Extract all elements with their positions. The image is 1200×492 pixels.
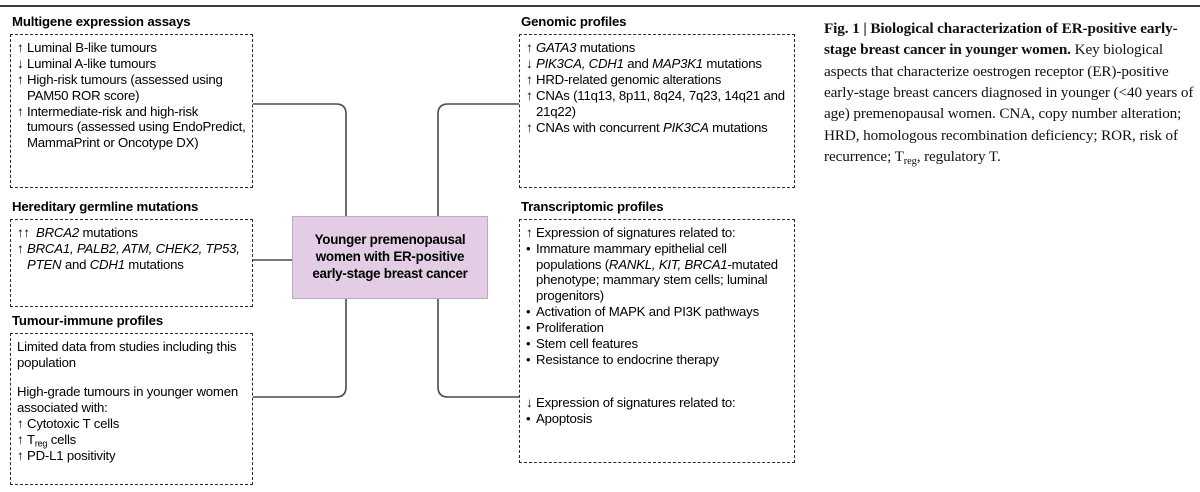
list-item: •Apoptosis: [526, 410, 593, 426]
list-item-spacer: [526, 368, 788, 381]
panel-title-transcriptomic: Transcriptomic profiles: [521, 199, 664, 214]
arrow-up-icon: ↑: [526, 119, 533, 135]
arrow-up-icon: ↑: [526, 225, 533, 240]
list-item: ↑↑BRCA2 mutations: [17, 225, 138, 240]
bullet-icon: •: [526, 335, 531, 351]
list-item: •Proliferation: [526, 319, 604, 335]
list-item: ↓Luminal A-like tumours: [17, 56, 156, 71]
figure-diagram: Multigene expression assays ↑Luminal B-l…: [10, 14, 795, 485]
panel-box-multigene: ↑Luminal B-like tumours ↓Luminal A-like …: [10, 34, 253, 188]
caption-body-end: , regulatory T.: [916, 148, 1001, 166]
list-item: ↑BRCA1, PALB2, ATM, CHEK2, TP53, PTEN an…: [17, 241, 240, 272]
bullet-icon: •: [526, 351, 531, 367]
arrow-up-icon: ↑: [17, 431, 24, 447]
arrow-up-icon: ↑: [17, 40, 24, 55]
connector-lines: [253, 103, 519, 398]
arrow-up-icon: ↑: [526, 40, 533, 55]
list-item: ↑PD-L1 positivity: [17, 447, 116, 463]
panel-title-genomic: Genomic profiles: [521, 14, 627, 29]
list-item: ↑Treg cells: [17, 431, 77, 448]
list-item: ↓Expression of signatures related to:: [526, 394, 736, 410]
arrow-down-icon: ↓: [17, 56, 24, 71]
center-node-label: Younger premenopausal women with ER-posi…: [312, 232, 468, 281]
arrow-up-double-icon: ↑↑: [17, 225, 30, 240]
list-item-spacer: [17, 371, 246, 384]
list-item: •Immature mammary epithelial cell popula…: [526, 241, 778, 303]
list-item: ↑Intermediate-risk and high-risk tumours…: [17, 103, 246, 150]
arrow-down-icon: ↓: [526, 56, 533, 71]
panel-title-immune: Tumour-immune profiles: [12, 313, 164, 328]
list-item: ↑Cytotoxic T cells: [17, 415, 120, 431]
caption-subscript: reg: [903, 156, 917, 168]
list-item: •Stem cell features: [526, 335, 638, 351]
bullet-icon: •: [526, 410, 531, 426]
arrow-up-icon: ↑: [526, 72, 533, 87]
list-item: ↑HRD-related genomic alterations: [526, 72, 722, 87]
arrow-up-icon: ↑: [17, 447, 24, 463]
arrow-up-icon: ↑: [17, 415, 24, 431]
list-item: ↑Expression of signatures related to:: [526, 225, 736, 240]
bullet-icon: •: [526, 303, 531, 319]
figure-caption: Fig. 1 | Biological characterization of …: [824, 18, 1196, 168]
arrow-up-icon: ↑: [17, 103, 24, 119]
header-rule: [0, 5, 1200, 7]
list-item: •Activation of MAPK and PI3K pathways: [526, 303, 759, 319]
caption-title: Biological characterization of ER-positi…: [824, 20, 1178, 59]
panel-box-hereditary: ↑↑BRCA2 mutations ↑BRCA1, PALB2, ATM, CH…: [10, 219, 253, 307]
center-node: Younger premenopausal women with ER-posi…: [292, 216, 488, 299]
arrow-down-icon: ↓: [526, 394, 533, 410]
list-item: •Resistance to endocrine therapy: [526, 351, 719, 367]
caption-body: Key biological aspects that characterize…: [824, 41, 1194, 166]
list-item: High-grade tumours in younger women asso…: [17, 384, 238, 415]
panel-box-genomic: ↑GATA3 mutations ↓PIK3CA, CDH1 and MAP3K…: [519, 34, 795, 188]
list-item-spacer: [526, 381, 788, 394]
list-item: Limited data from studies including this…: [17, 339, 237, 370]
list-item: ↓PIK3CA, CDH1 and MAP3K1 mutations: [526, 56, 762, 71]
panel-box-transcriptomic: ↑Expression of signatures related to: •I…: [519, 219, 795, 463]
arrow-up-icon: ↑: [17, 241, 24, 256]
list-item: ↑High-risk tumours (assessed using PAM50…: [17, 72, 223, 103]
list-item: ↑CNAs (11q13, 8p11, 8q24, 7q23, 14q21 an…: [526, 88, 785, 119]
panel-box-immune: Limited data from studies including this…: [10, 333, 253, 485]
list-item: ↑Luminal B-like tumours: [17, 40, 157, 55]
arrow-up-icon: ↑: [17, 72, 24, 87]
panel-title-multigene: Multigene expression assays: [12, 14, 191, 29]
caption-label: Fig. 1 |: [824, 20, 871, 37]
bullet-icon: •: [526, 241, 531, 256]
list-item: ↑GATA3 mutations: [526, 40, 636, 55]
arrow-up-icon: ↑: [526, 88, 533, 103]
bullet-icon: •: [526, 319, 531, 335]
list-item: ↑CNAs with concurrent PIK3CA mutations: [526, 119, 768, 135]
panel-title-hereditary: Hereditary germline mutations: [12, 199, 199, 214]
